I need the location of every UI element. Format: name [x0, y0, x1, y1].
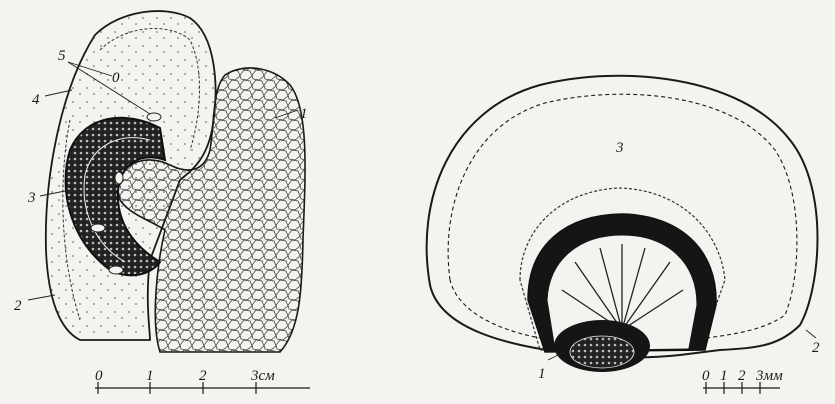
left-scale-tick-0: 0 — [95, 368, 103, 384]
left-scale-bar: 0 1 2 3см — [95, 368, 310, 394]
oval-body-3 — [91, 224, 105, 232]
right-label-3: 3 — [615, 140, 624, 156]
right-specimen: 3 1 2 0 1 2 3мм — [427, 76, 820, 394]
label-1: 1 — [300, 106, 308, 122]
label-0-oval: 0 — [112, 70, 120, 86]
oval-body-2 — [115, 172, 123, 184]
label-3: 3 — [27, 190, 36, 206]
left-specimen: 5 0 4 3 2 1 0 1 2 3см — [14, 11, 310, 394]
left-scale-tick-3: 3см — [250, 368, 275, 384]
label-4: 4 — [32, 92, 40, 108]
left-scale-tick-2: 2 — [199, 368, 207, 384]
right-scale-tick-0: 0 — [702, 368, 710, 384]
right-scale-tick-1: 1 — [720, 368, 728, 384]
oval-body-4 — [109, 266, 123, 274]
right-scale-tick-3: 3мм — [755, 368, 783, 384]
right-label-2: 2 — [812, 340, 820, 356]
left-scale-tick-1: 1 — [146, 368, 154, 384]
right-scale-bar: 0 1 2 3мм — [702, 368, 783, 394]
right-label-1: 1 — [538, 366, 546, 382]
right-scale-tick-2: 2 — [738, 368, 746, 384]
label-2: 2 — [14, 298, 22, 314]
label-5: 5 — [58, 48, 66, 64]
oval-body-1 — [147, 113, 161, 121]
